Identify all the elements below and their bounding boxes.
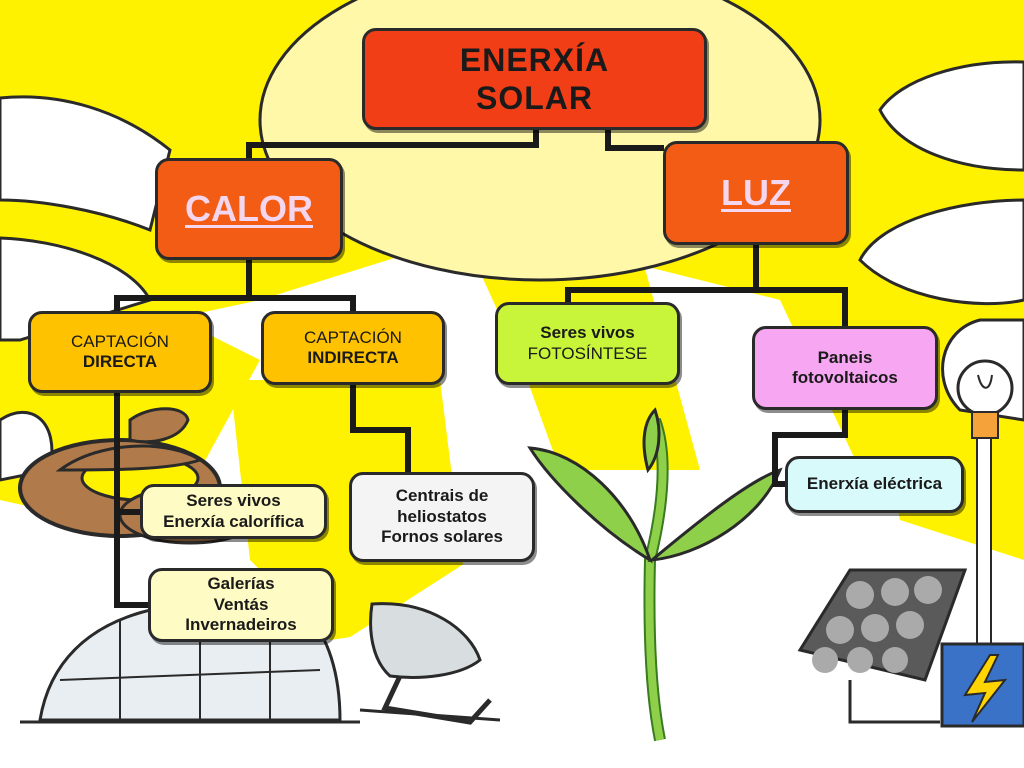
cd-line-1: CAPTACIÓN [71, 331, 169, 351]
node-calor[interactable]: CALOR [155, 158, 343, 260]
node-seres-vivos-calorifica: Seres vivos Enerxía calorífica [140, 484, 327, 539]
node-centrais: Centrais de heliostatos Fornos solares [349, 472, 535, 562]
calor-link[interactable]: CALOR [185, 188, 313, 230]
node-paneis-fotovoltaicos: Paneis fotovoltaicos [752, 326, 938, 410]
connectors [114, 130, 848, 608]
ci-line-2: INDIRECTA [307, 348, 399, 367]
cd-line-2: DIRECTA [82, 352, 158, 371]
battery-bolt-icon [940, 642, 1024, 728]
ce-line-3: Fornos solares [381, 527, 503, 547]
ee-label: Enerxía eléctrica [806, 474, 943, 494]
node-captacion-directa: CAPTACIÓN DIRECTA [28, 311, 212, 393]
node-luz[interactable]: LUZ [663, 141, 849, 245]
solar-dish-icon [359, 602, 501, 725]
luz-link[interactable]: LUZ [721, 172, 791, 214]
node-seres-vivos-fotosintese: Seres vivos FOTOSÍNTESE [495, 302, 680, 385]
sf-line-1: Seres vivos [540, 323, 635, 343]
node-enerxia-electrica: Enerxía eléctrica [785, 456, 964, 513]
ga-line-2: Ventás [213, 594, 269, 614]
solar-panel-icon [797, 568, 968, 724]
ci-line-1: CAPTACIÓN [304, 327, 402, 347]
ce-line-2: heliostatos [397, 506, 487, 526]
sc-line-1: Seres vivos [186, 491, 281, 511]
ga-line-3: Invernadeiros [185, 615, 297, 635]
ga-line-1: Galerías [207, 574, 275, 594]
pf-line-2: fotovoltaicos [792, 368, 898, 387]
sc-line-2: Enerxía calorífica [163, 511, 304, 531]
node-enerxia-solar: ENERXÍA SOLAR [362, 28, 707, 130]
plant-icon [527, 407, 783, 742]
root-line-1: ENERXÍA [459, 41, 610, 78]
node-galerias: Galerías Ventás Invernadeiros [148, 568, 334, 642]
node-captacion-indirecta: CAPTACIÓN INDIRECTA [261, 311, 445, 385]
sf-line-2: FOTOSÍNTESE [527, 343, 648, 363]
root-line-2: SOLAR [476, 80, 593, 116]
pf-line-1: Paneis [817, 347, 873, 367]
ce-line-1: Centrais de [395, 486, 489, 506]
